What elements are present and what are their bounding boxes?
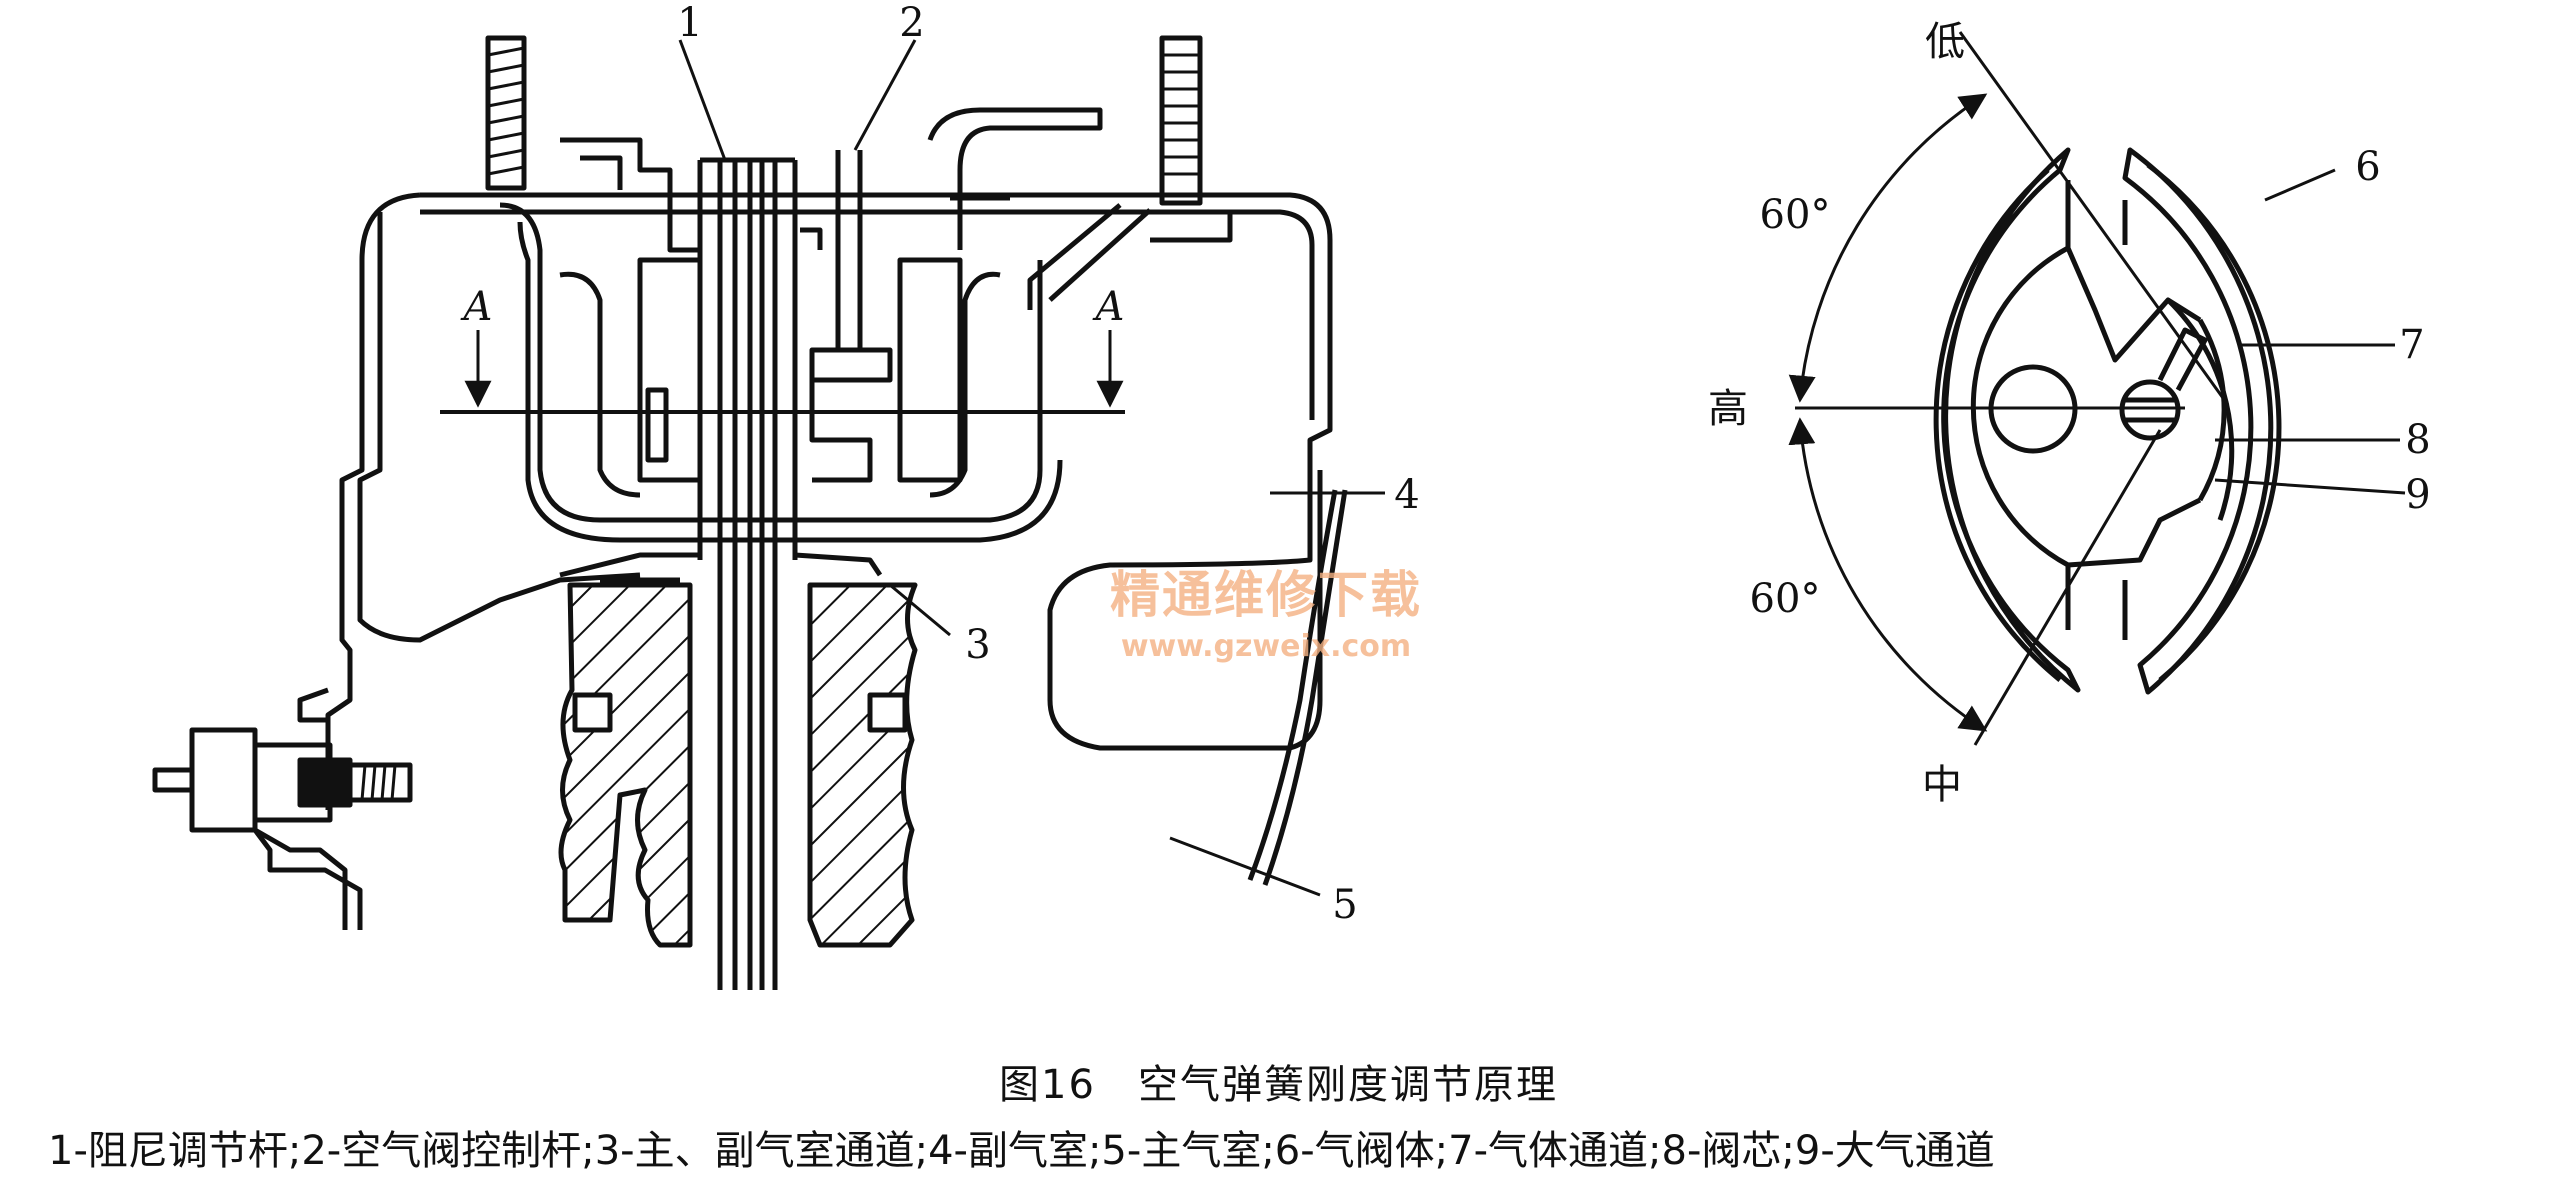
damper-rod xyxy=(697,157,798,990)
watermark-line2: www.gzweix.com xyxy=(1120,629,1412,664)
upper-shell-inner xyxy=(420,209,1315,420)
valve-control-rod xyxy=(800,150,893,483)
callout-6: 6 xyxy=(2355,144,2380,190)
right-stud xyxy=(1159,35,1203,206)
air-spring-section xyxy=(152,35,1385,990)
position-mid: 中 xyxy=(1922,762,1962,808)
left-stud xyxy=(485,35,527,191)
callout-1: 1 xyxy=(677,0,702,46)
valve-section xyxy=(1788,31,2406,746)
valve-body-left xyxy=(1941,147,2081,693)
callout-9: 9 xyxy=(2405,472,2430,518)
callout-8: 8 xyxy=(2405,417,2430,463)
section-mark-left: A xyxy=(460,284,493,330)
callout-4: 4 xyxy=(1394,472,1419,518)
figure-title: 图16 空气弹簧刚度调节原理 xyxy=(999,1062,1558,1108)
aux-chamber-left xyxy=(325,192,421,810)
valve-core xyxy=(2119,379,2181,441)
valve-body-right xyxy=(2122,147,2274,695)
callout-2: 2 xyxy=(899,0,924,46)
valve-body-inner xyxy=(2065,247,2202,363)
position-low: 低 xyxy=(1925,19,1965,65)
position-high: 高 xyxy=(1708,386,1748,432)
inner-housing xyxy=(499,202,1043,523)
callout-7: 7 xyxy=(2399,322,2424,368)
watermark-line1: 精通维修下载 xyxy=(1110,566,1422,624)
callout-5: 5 xyxy=(1332,882,1357,928)
angle-lower: 60° xyxy=(1750,576,1821,622)
watermark: 精通维修下载 www.gzweix.com xyxy=(1110,555,1422,664)
side-valve xyxy=(152,687,413,930)
angle-upper: 60° xyxy=(1760,192,1831,238)
figure-legend: 1-阻尼调节杆;2-空气阀控制杆;3-主、副气室通道;4-副气室;5-主气室;6… xyxy=(48,1128,1995,1174)
bump-stop-left xyxy=(558,582,693,948)
section-mark-right: A xyxy=(1092,284,1125,330)
callout-3: 3 xyxy=(965,622,990,668)
bump-stop-right xyxy=(807,582,918,948)
